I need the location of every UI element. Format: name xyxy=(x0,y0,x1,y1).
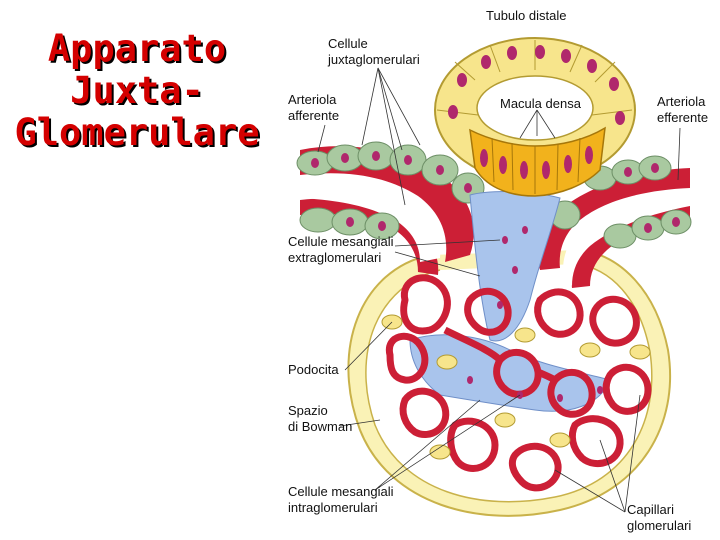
label-podocita: Podocita xyxy=(288,362,339,377)
label-cellule-jg-line1: Cellule xyxy=(328,36,368,51)
label-tubulo-distale: Tubulo distale xyxy=(486,8,566,23)
label-arteriola-efferente-line2: efferente xyxy=(657,110,708,125)
label-arteriola-efferente-line1: Arteriola xyxy=(657,94,706,109)
label-spazio-bowman-line1: Spazio xyxy=(288,403,328,418)
leader-lines xyxy=(317,67,681,513)
label-capillari-line1: Capillari xyxy=(627,502,674,517)
label-mesangiali-intra-line2: intraglomerulari xyxy=(288,500,378,515)
title-line-3: Glomerulare xyxy=(14,111,260,154)
label-mesangiali-extra-line1: Cellule mesangiali xyxy=(288,234,394,249)
podocytes xyxy=(381,314,651,460)
label-mesangiali-extra-line2: extraglomerulari xyxy=(288,250,381,265)
page-title: Apparato Juxta- Glomerulare xyxy=(6,28,268,154)
label-spazio-bowman-line2: di Bowman xyxy=(288,419,352,434)
label-cellule-jg-line2: juxtaglomerulari xyxy=(327,52,420,67)
title-line-2: Juxta- xyxy=(70,69,204,112)
label-macula-densa: Macula densa xyxy=(500,96,582,111)
glomerular-capillaries xyxy=(385,274,652,492)
label-capillari-line2: glomerulari xyxy=(627,518,691,533)
label-arteriola-afferente-line2: afferente xyxy=(288,108,339,123)
macula-densa xyxy=(469,126,606,197)
label-mesangiali-intra-line1: Cellule mesangiali xyxy=(288,484,394,499)
label-arteriola-afferente-line1: Arteriola xyxy=(288,92,337,107)
diagram-labels: Tubulo distale Cellule juxtaglomerulari … xyxy=(288,8,708,533)
nuclei xyxy=(311,45,680,402)
title-line-1: Apparato xyxy=(47,27,227,70)
